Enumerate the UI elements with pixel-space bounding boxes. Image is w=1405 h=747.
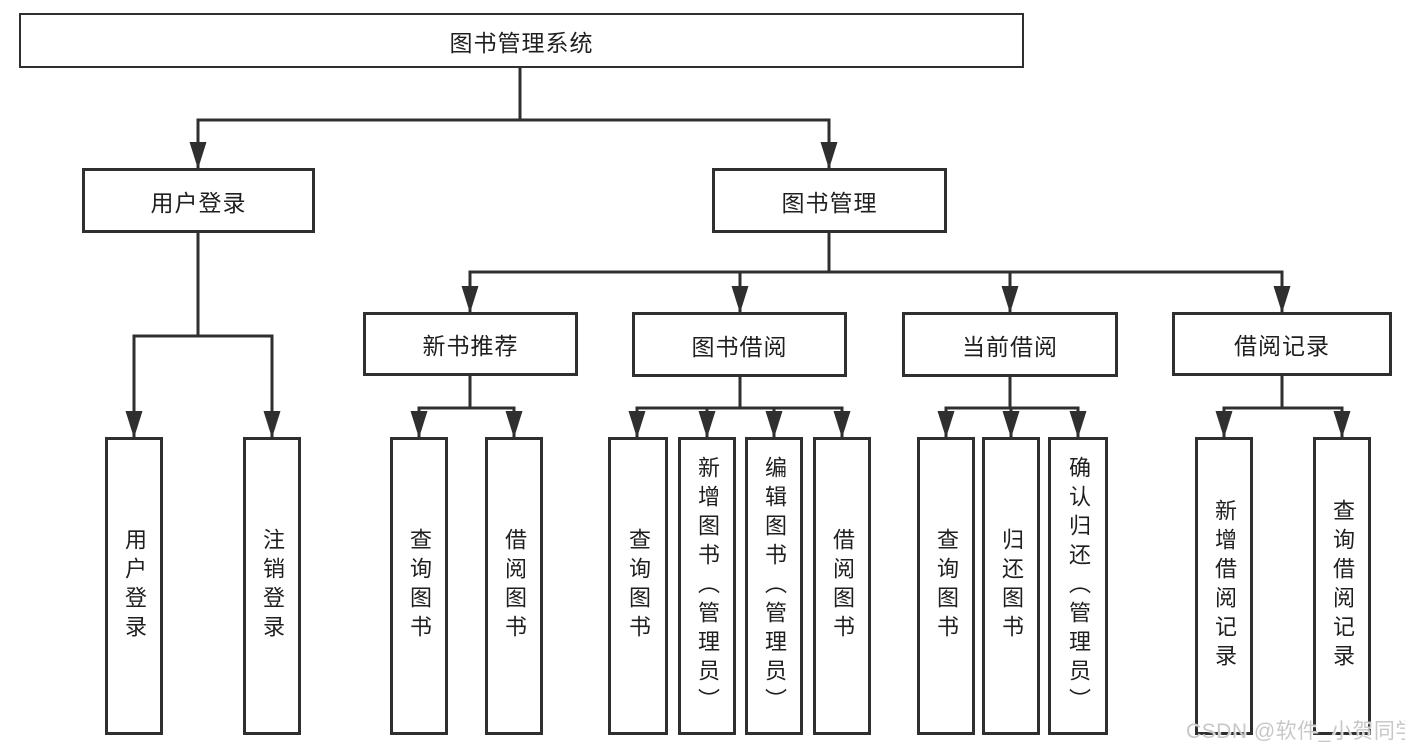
leaf-edit-books-admin-label: 编辑图书（管理员）: [762, 455, 787, 717]
leaf-add-borrow-record-label: 新增借阅记录: [1212, 499, 1237, 673]
leaf-query-books-current: 查询图书: [917, 437, 975, 735]
node-user-login-label: 用户登录: [150, 189, 247, 216]
leaf-edit-books-admin: 编辑图书（管理员）: [745, 437, 803, 735]
node-new-book-recommend-label: 新书推荐: [422, 333, 519, 359]
leaf-query-books-borrow-label: 查询图书: [626, 528, 651, 644]
leaf-add-books-admin: 新增图书（管理员）: [678, 437, 736, 735]
leaf-query-books-current-label: 查询图书: [934, 528, 959, 644]
leaf-user-login: 用户登录: [105, 437, 163, 735]
leaf-logout-label: 注销登录: [260, 528, 285, 644]
leaf-query-books-recommend-label: 查询图书: [407, 528, 432, 644]
leaf-borrow-books-recommend-label: 借阅图书: [502, 528, 527, 644]
leaf-confirm-return-admin-label: 确认归还（管理员）: [1066, 455, 1091, 717]
leaf-add-borrow-record: 新增借阅记录: [1195, 437, 1253, 735]
leaf-query-books-recommend: 查询图书: [390, 437, 448, 735]
leaf-borrow-books-recommend: 借阅图书: [485, 437, 543, 735]
leaf-confirm-return-admin: 确认归还（管理员）: [1048, 437, 1108, 735]
leaf-borrow-books-label: 借阅图书: [830, 528, 855, 644]
leaf-return-books: 归还图书: [982, 437, 1040, 735]
node-book-management-label: 图书管理: [781, 189, 878, 216]
node-library-management-system: 图书管理系统: [19, 13, 1024, 68]
node-borrow-records: 借阅记录: [1172, 312, 1392, 376]
node-library-management-system-label: 图书管理系统: [449, 29, 594, 56]
node-user-login: 用户登录: [82, 168, 315, 233]
leaf-borrow-books: 借阅图书: [813, 437, 871, 735]
node-book-borrow: 图书借阅: [632, 312, 847, 377]
leaf-query-borrow-record: 查询借阅记录: [1313, 437, 1371, 735]
csdn-watermark: CSDN @软件_小贺同学: [1186, 720, 1405, 743]
leaf-query-books-borrow: 查询图书: [608, 437, 668, 735]
leaf-add-books-admin-label: 新增图书（管理员）: [695, 455, 720, 717]
leaf-return-books-label: 归还图书: [999, 528, 1024, 644]
leaf-query-borrow-record-label: 查询借阅记录: [1330, 499, 1355, 673]
node-current-borrow: 当前借阅: [902, 312, 1118, 377]
node-new-book-recommend: 新书推荐: [363, 312, 578, 376]
node-book-borrow-label: 图书借阅: [691, 333, 788, 360]
node-borrow-records-label: 借阅记录: [1234, 333, 1330, 359]
leaf-logout: 注销登录: [243, 437, 301, 735]
leaf-user-login-label: 用户登录: [122, 528, 147, 644]
node-current-borrow-label: 当前借阅: [962, 333, 1058, 360]
node-book-management: 图书管理: [712, 168, 947, 233]
